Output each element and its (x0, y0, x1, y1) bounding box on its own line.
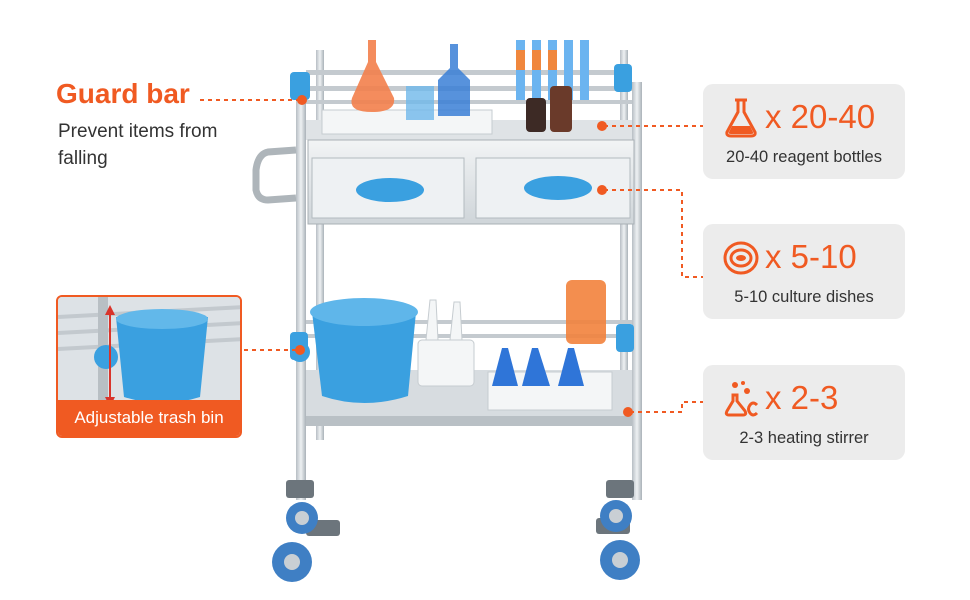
guard-bar-description: Prevent items from falling (58, 121, 218, 169)
feature-caption: 2-3 heating stirrer (739, 429, 869, 447)
feature-card-heating-stirrer: x 2-3 2-3 heating stirrer (703, 365, 905, 460)
feature-card-reagent-bottles: x 20-40 20-40 reagent bottles (703, 84, 905, 179)
feature-card-culture-dishes: x 5-10 5-10 culture dishes (703, 224, 905, 319)
trash-bin-closeup-illustration (58, 297, 240, 407)
feature-count: x 20-40 (765, 98, 876, 135)
feature-caption: 5-10 culture dishes (734, 288, 874, 306)
flask-icon (725, 98, 757, 138)
trash-bin-label: Adjustable trash bin (58, 400, 240, 436)
feature-count: x 2-3 (765, 379, 839, 416)
medical-cart-illustration (252, 40, 642, 582)
trash-bin-callout: Adjustable trash bin (56, 295, 242, 438)
stirrer-icon (724, 381, 759, 417)
feature-caption: 20-40 reagent bottles (726, 148, 882, 166)
petri-dish-icon (723, 241, 759, 275)
feature-count: x 5-10 (765, 238, 857, 275)
guard-bar-title: Guard bar (56, 78, 190, 109)
